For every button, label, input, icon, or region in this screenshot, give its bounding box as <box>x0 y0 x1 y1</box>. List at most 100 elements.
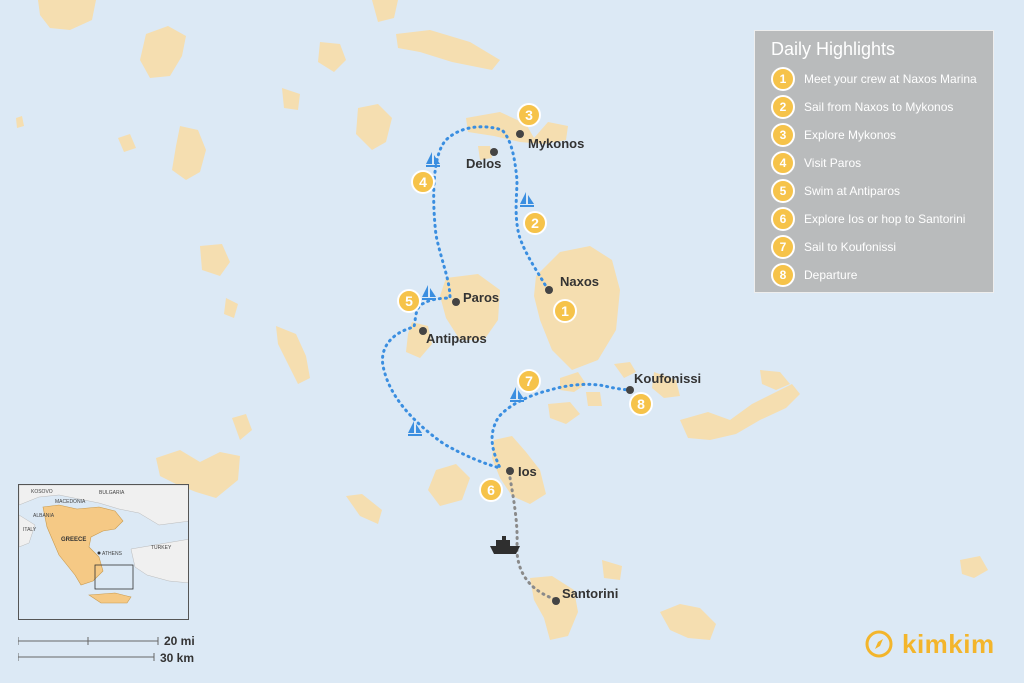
island <box>172 126 206 180</box>
island <box>602 560 622 580</box>
day-marker-8[interactable]: 8 <box>629 392 653 416</box>
scale-miles-label: 20 mi <box>164 634 195 648</box>
legend-item[interactable]: 1 Meet your crew at Naxos Marina <box>771 65 993 93</box>
island <box>478 146 492 160</box>
island <box>200 244 230 276</box>
island <box>118 134 136 152</box>
island <box>372 0 398 22</box>
town-dot-antiparos <box>419 327 427 335</box>
legend-item[interactable]: 2 Sail from Naxos to Mykonos <box>771 93 993 121</box>
kimkim-logo[interactable]: kimkim <box>864 628 995 660</box>
inset-label-albania: ALBANIA <box>33 513 55 519</box>
islands <box>16 0 988 640</box>
svg-text:4: 4 <box>419 174 427 190</box>
island <box>492 436 546 504</box>
town-label-koufonissi: Koufonissi <box>634 371 701 386</box>
legend-badge: 2 <box>771 95 795 119</box>
legend-item-text: Explore Mykonos <box>804 128 897 142</box>
island <box>586 392 602 406</box>
island <box>428 464 470 506</box>
town-dot-delos <box>490 148 498 156</box>
town-label-antiparos: Antiparos <box>426 331 487 346</box>
inset-label-turkey: TURKEY <box>151 545 172 551</box>
svg-text:5: 5 <box>405 293 413 309</box>
inset-label-bulgaria: BULGARIA <box>99 490 125 496</box>
day-marker-4[interactable]: 4 <box>411 170 435 194</box>
ferry-route <box>507 470 558 602</box>
svg-text:7: 7 <box>525 373 533 389</box>
legend-item-text: Visit Paros <box>804 156 862 170</box>
island <box>140 26 186 78</box>
sailboat-icon <box>520 192 534 207</box>
legend-item-text: Meet your crew at Naxos Marina <box>804 72 977 86</box>
town-label-ios: Ios <box>518 464 537 479</box>
island <box>680 384 800 440</box>
island <box>548 402 580 424</box>
svg-text:6: 6 <box>487 482 495 498</box>
town-dot-mykonos <box>516 130 524 138</box>
svg-text:3: 3 <box>525 107 533 123</box>
legend-item[interactable]: 4 Visit Paros <box>771 149 993 177</box>
inset-label-athens: ATHENS <box>102 551 123 557</box>
island <box>396 30 500 70</box>
svg-text:1: 1 <box>561 303 569 319</box>
day-marker-5[interactable]: 5 <box>397 289 421 313</box>
scale-bar-lines <box>17 637 159 661</box>
inset-label-macedonia: MACEDONIA <box>55 499 86 505</box>
day-marker-1[interactable]: 1 <box>553 299 577 323</box>
sailboat-icon <box>422 285 436 300</box>
town-dot-paros <box>452 298 460 306</box>
island <box>38 0 96 30</box>
scale-bar: 20 mi 30 km <box>17 632 198 668</box>
island <box>660 604 716 640</box>
legend-item-text: Sail from Naxos to Mykonos <box>804 100 954 114</box>
island <box>760 370 790 390</box>
town-dot-koufonissi <box>626 386 634 394</box>
day-marker-3[interactable]: 3 <box>517 103 541 127</box>
island <box>16 116 24 128</box>
island <box>224 298 238 318</box>
island <box>318 42 346 72</box>
legend-badge: 5 <box>771 179 795 203</box>
inset-locator-map: KOSOVO BULGARIA MACEDONIA ALBANIA ITALY … <box>18 484 189 620</box>
town-label-paros: Paros <box>463 290 499 305</box>
legend-title: Daily Highlights <box>771 39 896 59</box>
island <box>960 556 988 578</box>
svg-text:2: 2 <box>531 215 539 231</box>
town-dot-naxos <box>545 286 553 294</box>
legend-item[interactable]: 8 Departure <box>771 261 993 289</box>
legend-item-text: Explore Ios or hop to Santorini <box>804 212 966 226</box>
town-label-naxos: Naxos <box>560 274 599 289</box>
legend-item[interactable]: 5 Swim at Antiparos <box>771 177 993 205</box>
inset-label-kosovo: KOSOVO <box>31 489 53 495</box>
inset-map-svg: KOSOVO BULGARIA MACEDONIA ALBANIA ITALY … <box>19 485 188 619</box>
brand-name: kimkim <box>902 628 995 659</box>
town-label-mykonos: Mykonos <box>528 136 584 151</box>
legend-badge: 8 <box>771 263 795 287</box>
island <box>466 112 568 144</box>
legend-badge: 4 <box>771 151 795 175</box>
day-marker-2[interactable]: 2 <box>523 211 547 235</box>
island <box>356 104 392 150</box>
town-label-santorini: Santorini <box>562 586 618 601</box>
island <box>346 494 382 524</box>
scale-km-label: 30 km <box>160 651 195 665</box>
sailboat-icon <box>408 421 422 436</box>
day-marker-7[interactable]: 7 <box>517 369 541 393</box>
daily-highlights-legend: Daily Highlights 1 Meet your crew at Naxo… <box>754 30 994 293</box>
inset-label-italy: ITALY <box>23 527 37 533</box>
island <box>276 326 310 384</box>
island <box>156 450 240 498</box>
sail-route <box>381 125 634 471</box>
legend-item-text: Departure <box>804 268 858 282</box>
island <box>232 414 252 440</box>
legend-item-text: Swim at Antiparos <box>804 184 901 198</box>
legend-item-text: Sail to Koufonissi <box>804 240 897 254</box>
legend-badge: 1 <box>771 67 795 91</box>
compass-icon <box>865 630 893 658</box>
day-marker-6[interactable]: 6 <box>479 478 503 502</box>
sailboat-icon <box>510 387 524 402</box>
